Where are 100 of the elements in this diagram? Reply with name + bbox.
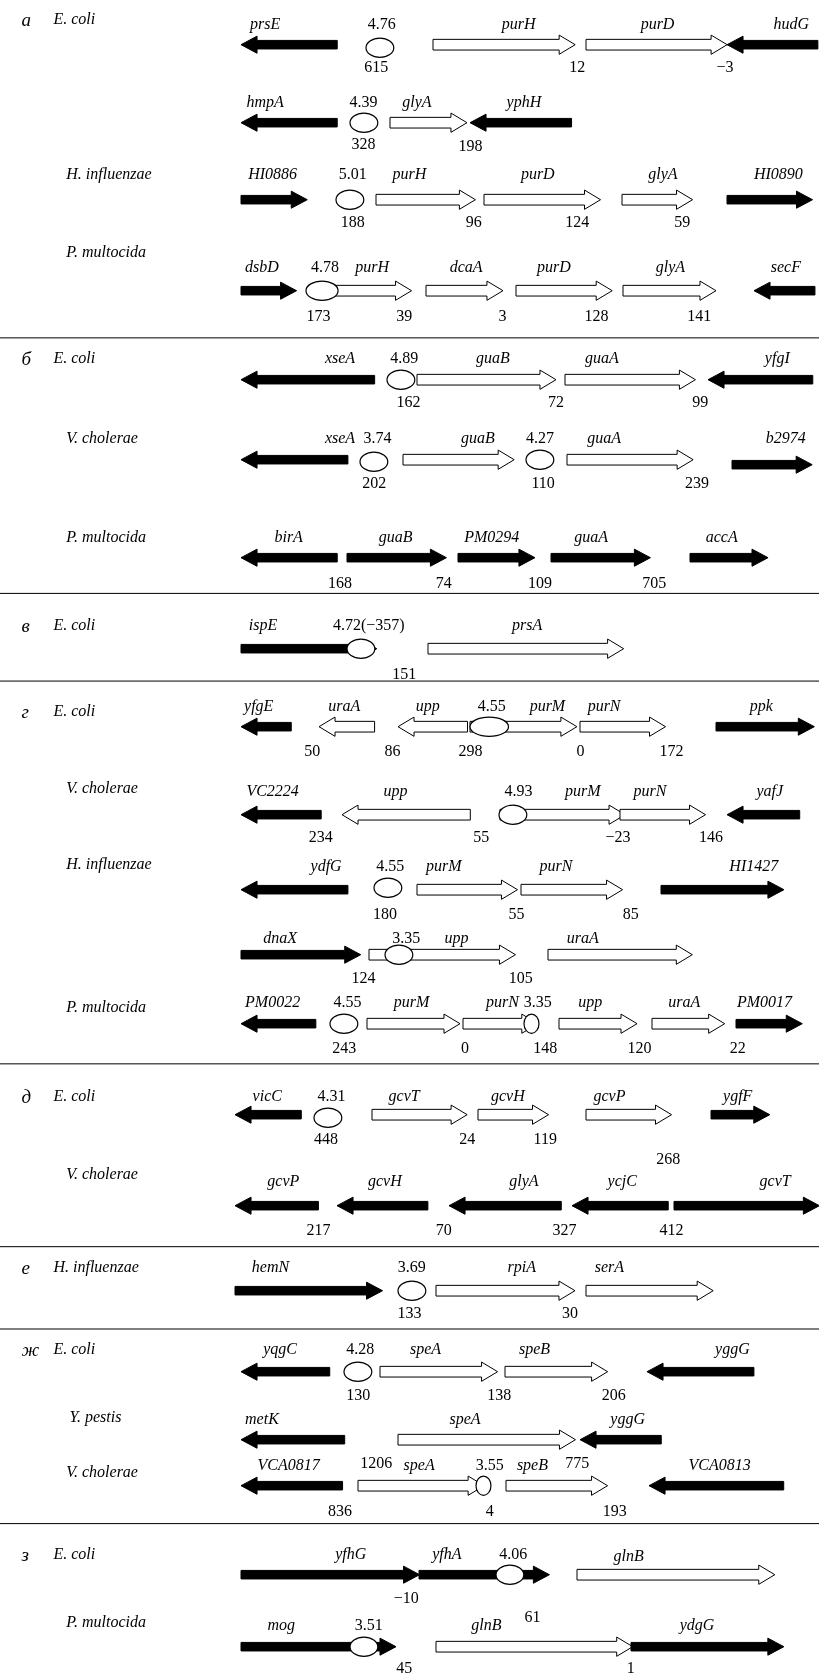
site-score: 4.55 (477, 697, 506, 714)
organism-name: Y. pestis (69, 1408, 122, 1425)
gene-name: gcvT (388, 1087, 420, 1104)
section-letter: з (21, 1544, 29, 1564)
organism-name: P. multocida (66, 244, 146, 261)
distance-label: 0 (576, 742, 585, 759)
distance-label: 128 (584, 308, 609, 325)
distance-label: 146 (699, 829, 723, 846)
distance-label: 412 (659, 1221, 684, 1238)
gene-name: speA (410, 1341, 442, 1358)
distance-label: −23 (605, 829, 631, 846)
gene-name: xseA (324, 430, 356, 447)
gene-name: glnB (613, 1547, 644, 1564)
gene-name: upp (578, 993, 603, 1010)
organism-name: P. multocida (66, 1613, 146, 1630)
site-score: 3.51 (354, 1617, 383, 1634)
gene-name: speA (449, 1410, 481, 1427)
site-score: 4.31 (317, 1087, 346, 1104)
gene-name: gcvH (490, 1087, 525, 1104)
gene-name: yggG (610, 1410, 645, 1427)
distance-label: 105 (508, 970, 533, 987)
gene-name: rpiA (507, 1259, 536, 1275)
site-score: 4.89 (390, 350, 419, 367)
gene-name: glyA (655, 259, 685, 276)
site-score: 4.93 (504, 783, 533, 800)
gene-name: purN (633, 783, 667, 800)
gene-name: speB (516, 1456, 548, 1473)
distance-label: 30 (561, 1304, 578, 1321)
gene-name: ygfF (723, 1087, 753, 1104)
gene-name: gcvT (759, 1173, 791, 1190)
site-score: 3.55 (475, 1456, 504, 1473)
organism-name: H. influenzae (53, 1259, 139, 1275)
distance-label: 148 (533, 1039, 558, 1056)
distance-label: 72 (547, 394, 564, 410)
organism-name: E. coli (53, 703, 96, 719)
site-score: 4.39 (349, 93, 378, 110)
gene-name: hudG (773, 15, 809, 32)
site-score: 4.76 (367, 15, 396, 32)
distance-label: 110 (531, 475, 555, 492)
organism-name: E. coli (53, 11, 96, 28)
section-letter: г (21, 701, 29, 721)
distance-label: 328 (351, 136, 376, 153)
distance-label: 124 (351, 970, 376, 987)
distance-label: 836 (328, 1502, 352, 1519)
gene-name: yfgI (764, 350, 790, 367)
distance-label: 202 (362, 475, 387, 492)
gene-name: uraA (328, 697, 361, 714)
gene-name: birA (274, 528, 303, 545)
site-score: 4.55 (376, 858, 405, 875)
gene-name: guaA (574, 528, 609, 545)
gene-name: yfgE (244, 697, 274, 714)
site-score: 3.35 (392, 929, 421, 946)
organism-name: P. multocida (66, 999, 146, 1016)
gene-name: ydfG (310, 858, 342, 875)
organism-name: E. coli (53, 1087, 96, 1104)
gene-name: PM0294 (464, 528, 520, 545)
gene-name: purN (486, 993, 519, 1010)
gene-name: VCA0813 (688, 1456, 751, 1473)
distance-label: 0 (461, 1039, 470, 1056)
organism-name: V. cholerae (66, 780, 138, 796)
gene-name: purM (425, 858, 462, 875)
distance-label: 172 (659, 742, 684, 759)
distance-label: −10 (393, 1590, 419, 1607)
site-score: 4.55 (333, 993, 362, 1010)
distance-label: 234 (308, 829, 333, 846)
gene-name: upp (444, 929, 469, 946)
organism-name: V. cholerae (66, 1165, 138, 1182)
gene-name: prsA (512, 617, 543, 634)
section-letter: д (21, 1086, 31, 1106)
organism-name: E. coli (53, 1341, 96, 1358)
site-score: 5.01 (338, 166, 367, 183)
gene-name: dsbD (245, 259, 279, 276)
distance-label: 162 (396, 394, 421, 410)
gene-name: guaB (476, 350, 510, 367)
distance-label: 55 (473, 829, 490, 846)
distance-label: 50 (304, 742, 321, 759)
organism-name: V. cholerae (66, 430, 138, 447)
distance-label: 198 (458, 138, 483, 155)
gene-name: purD (640, 15, 675, 32)
distance-label: 3 (498, 308, 507, 325)
organism-name: E. coli (53, 350, 96, 367)
distance-label: 615 (364, 59, 389, 76)
organism-name: H. influenzae (66, 855, 152, 872)
gene-name: PM0022 (245, 993, 301, 1010)
organism-name: P. multocida (66, 528, 146, 545)
distance-label: 22 (729, 1039, 746, 1056)
distance-label: 1 (626, 1659, 635, 1676)
gene-name: gcvP (593, 1087, 626, 1104)
section-letter: ж (21, 1339, 40, 1359)
gene-name: purH (501, 15, 536, 32)
distance-label: 124 (565, 214, 590, 231)
gene-name: uraA (668, 993, 701, 1010)
distance-label: 448 (314, 1130, 339, 1147)
distance-label: 96 (465, 214, 482, 231)
gene-name: purH (392, 166, 427, 183)
distance-label: 119 (533, 1130, 557, 1147)
distance-label: 45 (396, 1659, 413, 1676)
gene-name: hemN (251, 1259, 290, 1275)
site-score: 3.74 (363, 430, 392, 447)
gene-name: speB (519, 1341, 551, 1358)
